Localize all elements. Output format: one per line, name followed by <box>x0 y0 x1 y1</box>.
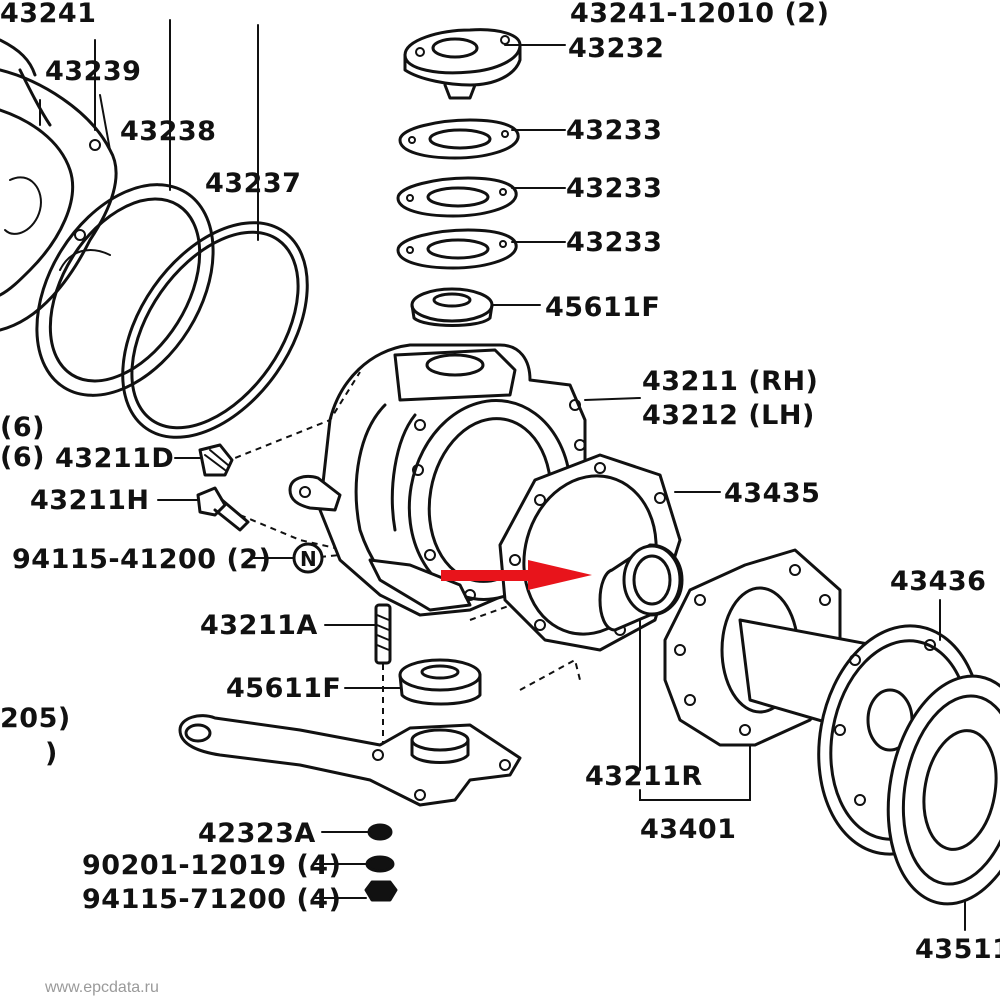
bearing-45611f-bottom <box>398 658 482 706</box>
label-43233-c: 43233 <box>566 227 662 258</box>
label-left-paren: ) <box>45 738 58 769</box>
label-43232: 43232 <box>568 33 664 64</box>
shim-43233-3 <box>396 228 518 270</box>
steering-arm <box>178 714 522 807</box>
label-43212-lh: 43212 (LH) <box>642 400 815 431</box>
label-left-6b: (6) <box>0 442 45 473</box>
bolt-43211h <box>196 486 250 532</box>
cap-43232 <box>403 28 522 100</box>
n-symbol-text: N <box>300 547 317 571</box>
label-43233-b: 43233 <box>566 173 662 204</box>
label-43211h: 43211H <box>30 485 150 516</box>
label-43211a: 43211A <box>200 610 318 641</box>
highlight-arrow <box>441 560 592 590</box>
disc-43511 <box>886 674 1000 906</box>
seal-ring-43238 <box>35 183 215 397</box>
label-43511: 43511 <box>915 934 1000 965</box>
watermark: www.epcdata.ru <box>44 979 159 996</box>
shim-43233-1 <box>398 118 520 160</box>
label-43238: 43238 <box>120 116 216 147</box>
label-42323a: 42323A <box>198 818 316 849</box>
label-43211r: 43211R <box>585 761 703 792</box>
label-43237: 43237 <box>205 168 301 199</box>
label-43436: 43436 <box>890 566 986 597</box>
retaining-ring-43237 <box>121 221 309 439</box>
label-43233-a: 43233 <box>566 115 662 146</box>
label-left-205: 205) <box>0 703 71 734</box>
bearing-45611f-top <box>410 287 494 327</box>
n-symbol: N <box>292 542 324 574</box>
nut-94115-71200 <box>364 880 398 902</box>
label-43211d: 43211D <box>55 443 174 474</box>
label-top-partial: 43241-12010 (2) <box>570 0 829 29</box>
label-94115-41200: 94115-41200 (2) <box>12 544 271 575</box>
shim-43233-2 <box>396 176 518 218</box>
stud-43211a <box>374 603 392 665</box>
label-43211-rh: 43211 (RH) <box>642 366 818 397</box>
knuckle-flange-part <box>0 38 118 332</box>
label-45611f-top: 45611F <box>545 292 660 323</box>
bushing-43211r <box>598 543 684 632</box>
label-43401: 43401 <box>640 814 736 845</box>
bolt-43211d <box>198 443 234 477</box>
label-94115-71200: 94115-71200 (4) <box>82 884 341 915</box>
label-43239: 43239 <box>45 56 141 87</box>
label-90201-12019: 90201-12019 (4) <box>82 850 341 881</box>
nut-42323a <box>367 823 393 841</box>
label-43241: 43241 <box>0 0 96 29</box>
label-45611f-bottom: 45611F <box>226 673 341 704</box>
label-left-6a: (6) <box>0 412 45 443</box>
washer-90201 <box>365 855 395 873</box>
label-43435: 43435 <box>724 478 820 509</box>
